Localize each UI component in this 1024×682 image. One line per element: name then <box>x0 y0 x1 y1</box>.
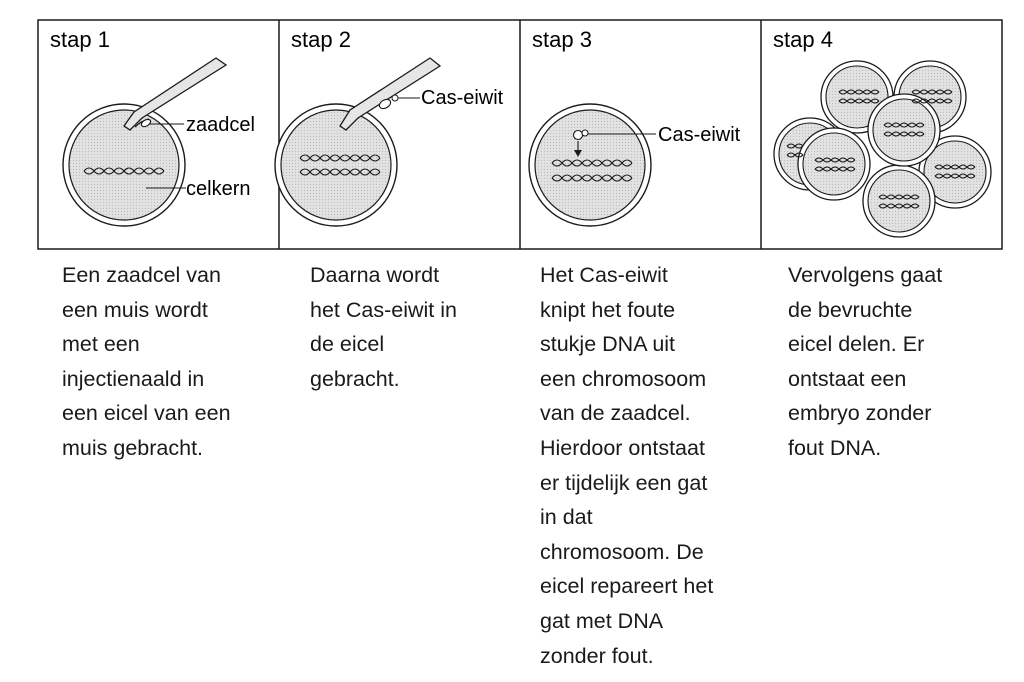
description-line: de eicel <box>310 332 385 357</box>
description-line: knipt het foute <box>540 297 676 322</box>
description-step-3: Het Cas-eiwit knipt het foute stukje DNA… <box>540 258 713 673</box>
description-line: er tijdelijk een gat <box>540 470 708 495</box>
description-line: een eicel van een <box>62 401 231 426</box>
dna-strand-1 <box>83 167 165 175</box>
callout-zaadcel: zaadcel <box>186 114 255 136</box>
description-line: gebracht. <box>310 366 400 391</box>
dna-strands-2 <box>299 154 381 176</box>
embryo-cell <box>797 127 871 201</box>
embryo-cell <box>867 93 941 167</box>
description-line: Het Cas-eiwit <box>540 263 668 287</box>
description-line: van de zaadcel. <box>540 401 691 426</box>
description-line: een muis wordt <box>62 297 208 322</box>
down-arrow <box>574 141 582 157</box>
description-line: muis gebracht. <box>62 435 204 460</box>
injection-needle-2 <box>339 57 442 131</box>
egg-cell-2 <box>274 103 398 227</box>
description-line: eicel delen. Er <box>788 332 925 357</box>
description-line: eicel repareert het <box>540 574 714 599</box>
description-step-1: Een zaadcel van een muis wordt met een i… <box>62 258 231 466</box>
description-line: injectienaald in <box>62 366 205 391</box>
egg-cell-1 <box>62 103 186 227</box>
description-line: Daarna wordt <box>310 263 440 287</box>
description-line: embryo zonder <box>788 401 932 426</box>
description-line: zonder fout. <box>540 643 654 668</box>
description-step-4: Vervolgens gaat de bevruchte eicel delen… <box>788 258 942 466</box>
step-label-4: stap 4 <box>773 27 833 52</box>
step-label-1: stap 1 <box>50 27 110 52</box>
panel-frame <box>37 19 1003 250</box>
callout-cas-eiwit-2: Cas-eiwit <box>421 87 504 109</box>
embryo-cell <box>918 135 992 209</box>
embryo-cell <box>862 164 936 238</box>
embryo-dna <box>786 89 976 209</box>
description-line: Een zaadcel van <box>62 263 221 287</box>
callout-cas-eiwit-3: Cas-eiwit <box>658 124 741 146</box>
description-line: het Cas-eiwit in <box>310 297 457 322</box>
description-line: chromosoom. De <box>540 539 704 564</box>
description-line: gat met DNA <box>540 608 664 633</box>
description-line: stukje DNA uit <box>540 332 676 357</box>
callout-celkern: celkern <box>186 178 250 200</box>
description-line: fout DNA. <box>788 435 882 460</box>
description-line: in dat <box>540 505 593 530</box>
description-line: met een <box>62 332 140 357</box>
description-line: de bevruchte <box>788 297 913 322</box>
cas-protein-3 <box>572 129 589 141</box>
description-line: een chromosoom <box>540 366 707 391</box>
injection-needle-1 <box>123 57 228 131</box>
step-label-2: stap 2 <box>291 27 351 52</box>
step-label-3: stap 3 <box>532 27 592 52</box>
embryo-cells <box>773 60 992 238</box>
dna-strands-3 <box>551 159 633 182</box>
description-line: Hierdoor ontstaat <box>540 435 705 460</box>
description-step-2: Daarna wordt het Cas-eiwit in de eicel g… <box>310 258 457 396</box>
description-line: Vervolgens gaat <box>788 263 943 287</box>
description-line: ontstaat een <box>788 366 907 391</box>
